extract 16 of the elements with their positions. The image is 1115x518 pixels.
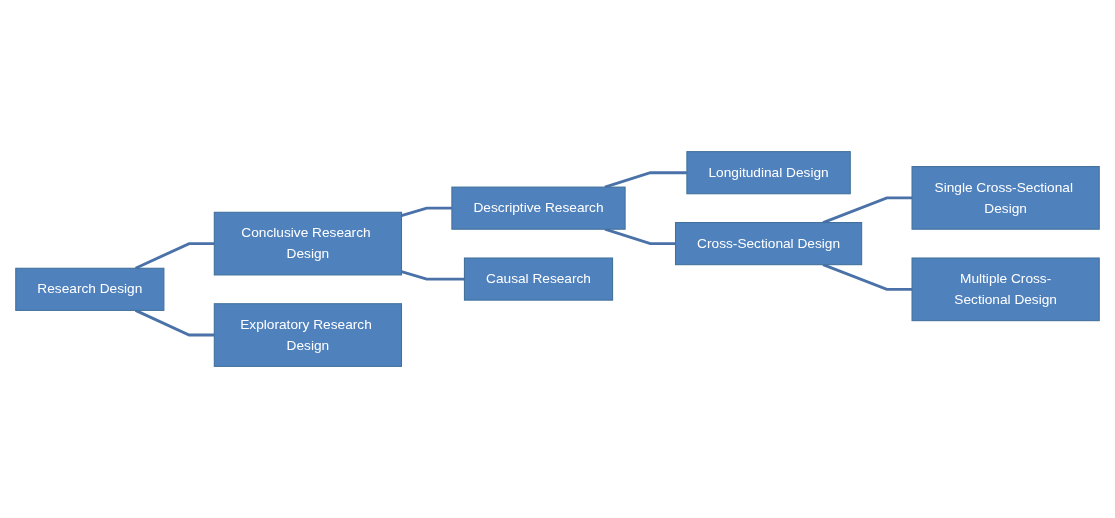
connector: [822, 263, 913, 291]
node-box: Longitudinal Design: [686, 151, 851, 195]
node-box: Exploratory Research Design: [213, 303, 403, 367]
node-box: Causal Research: [463, 257, 614, 301]
node-box: Multiple Cross-Sectional Design: [911, 257, 1100, 322]
node-box: Cross-Sectional Design: [674, 222, 863, 266]
connector: [134, 242, 215, 270]
connector: [401, 206, 452, 218]
connector: [134, 309, 215, 337]
node-box: Descriptive Research: [451, 186, 626, 230]
node-box: Single Cross-Sectional Design: [911, 166, 1100, 230]
connector: [401, 270, 465, 281]
connector: [604, 171, 687, 189]
connector: [822, 196, 913, 224]
node-box: Conclusive Research Design: [213, 211, 403, 276]
node-box: Research Design: [15, 267, 165, 311]
